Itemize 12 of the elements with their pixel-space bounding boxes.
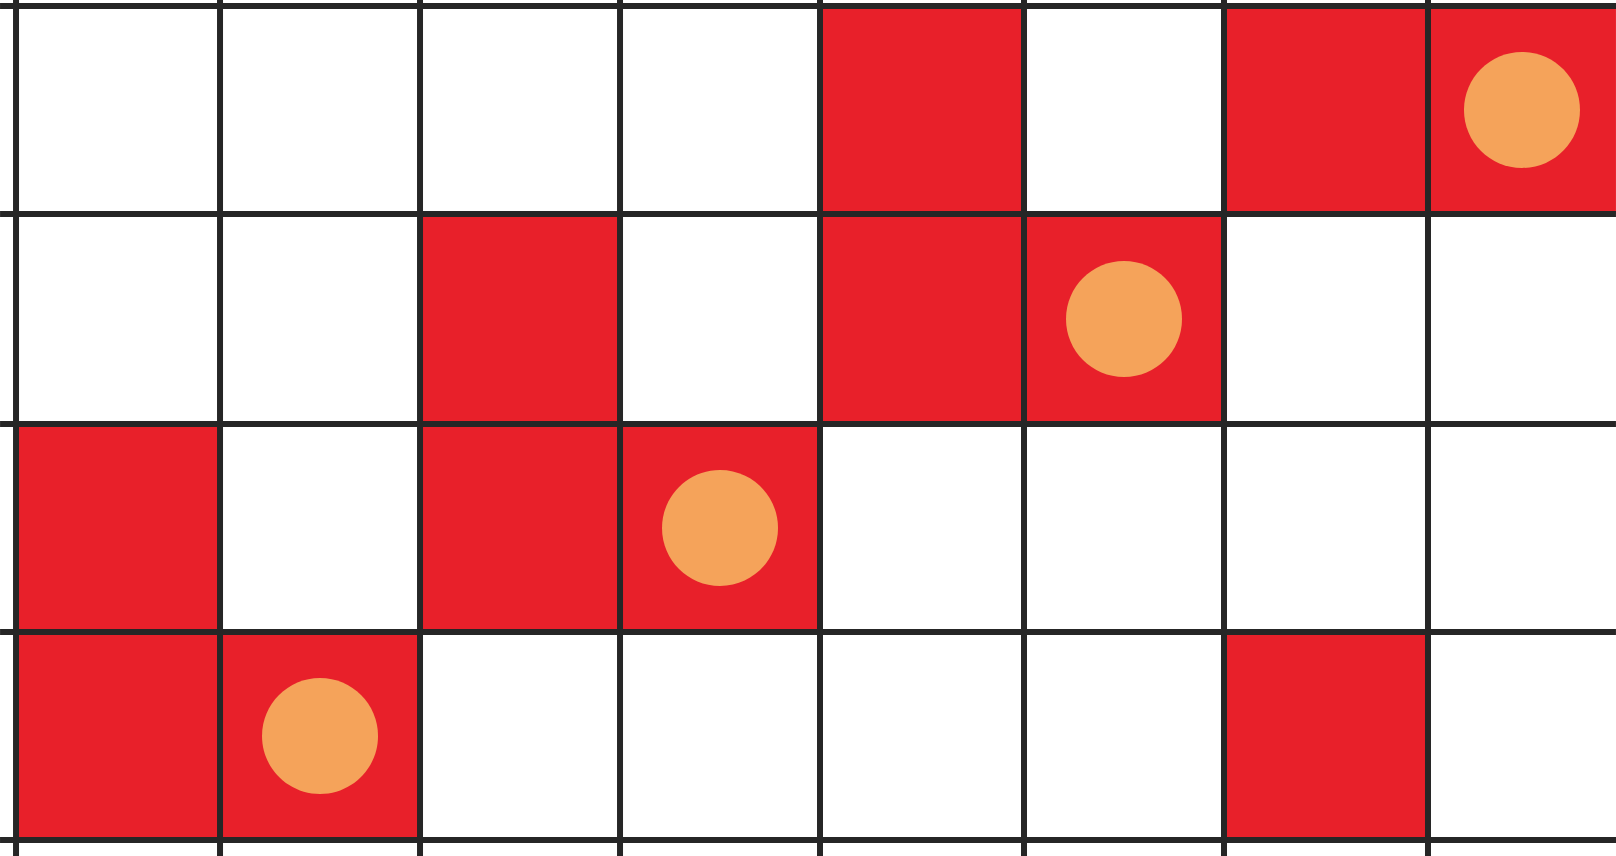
filled-square [820,214,1024,424]
filled-square [1224,632,1428,840]
filled-square [420,424,620,632]
dot [1464,52,1580,168]
filled-square [820,6,1024,214]
dot [1066,261,1182,377]
filled-square [1224,6,1428,214]
dot [262,678,378,794]
dot [662,470,778,586]
filled-square [16,632,220,840]
filled-square [16,424,220,632]
filled-square [420,214,620,424]
